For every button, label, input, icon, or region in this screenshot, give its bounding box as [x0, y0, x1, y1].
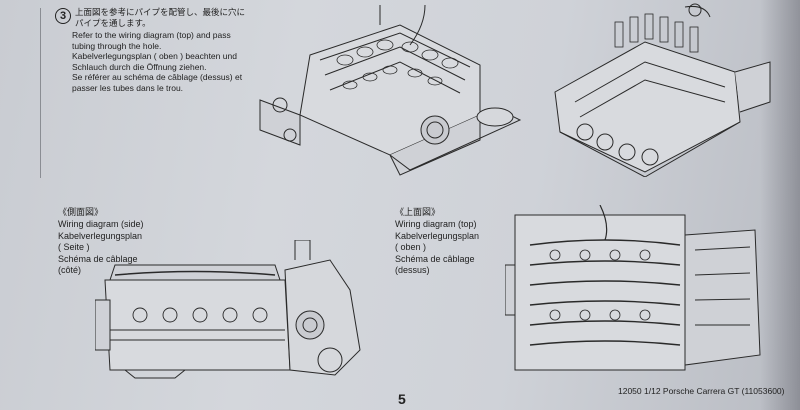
- step-text-german-2: Schlauch durch die Öffnung ziehen.: [72, 61, 207, 72]
- side-view-english: Wiring diagram (side): [58, 219, 144, 229]
- product-code: 12050 1/12 Porsche Carrera GT (11053600): [618, 386, 785, 396]
- step-instructions: 3 上面図を参考にパイプを配管し、最後に穴に パイプを通します。 Refer t…: [55, 8, 265, 93]
- step-number: 3: [55, 8, 71, 24]
- top-view-french: Schéma de câblage: [395, 253, 475, 264]
- engine-illustration-side: [95, 240, 361, 379]
- side-view-japanese: 《側面図》: [58, 208, 104, 218]
- top-view-caption: 《上面図》 Wiring diagram (top) Kabelverlegun…: [395, 208, 479, 277]
- step-text-english: Refer to the wiring diagram (top) and pa…: [72, 30, 231, 40]
- top-view-japanese: 《上面図》: [395, 208, 441, 218]
- side-view-french: Schéma de câblage: [58, 253, 138, 264]
- top-view-german-2: ( oben ): [395, 242, 427, 252]
- engine-illustration-front: [259, 5, 522, 176]
- page-number: 5: [398, 391, 406, 407]
- step-text-japanese-2: パイプを通します。: [75, 19, 151, 29]
- top-view-english: Wiring diagram (top): [395, 219, 477, 229]
- side-view-german-2: ( Seite ): [58, 242, 90, 252]
- side-view-german: Kabelverlegungsplan: [58, 230, 143, 241]
- side-view-caption: 《側面図》 Wiring diagram (side) Kabelverlegu…: [58, 208, 144, 277]
- page-margin-line: [40, 8, 41, 178]
- step-text-french-2: passer les tubes dans le trou.: [72, 82, 184, 93]
- step-text-german: Kabelverlegungsplan ( oben ) beachten un…: [72, 51, 237, 61]
- engine-illustration-rear: [554, 3, 771, 177]
- step-text-english-2: tubing through the hole.: [72, 40, 162, 51]
- engine-illustration-top: [505, 205, 761, 371]
- top-view-german: Kabelverlegungsplan: [395, 230, 480, 241]
- step-text-japanese: 上面図を参考にパイプを配管し、最後に穴に: [75, 8, 246, 18]
- side-view-french-2: (côté): [58, 265, 82, 275]
- step-text-french: Se référer au schéma de câblage (dessus)…: [72, 72, 243, 82]
- top-view-french-2: (dessus): [395, 265, 430, 275]
